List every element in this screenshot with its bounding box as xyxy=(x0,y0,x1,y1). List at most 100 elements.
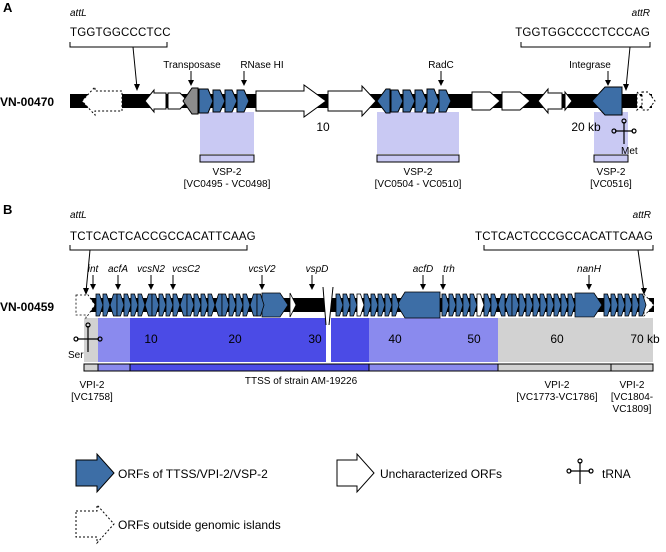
orf-island xyxy=(236,89,250,113)
orf-uncharacterized xyxy=(564,90,573,112)
legend-uncharacterized-icon xyxy=(336,452,375,494)
vsp2-region-2-bar xyxy=(376,154,460,163)
gene-pointer-heads-b xyxy=(90,284,592,290)
orf-acfd xyxy=(396,291,441,319)
vpi2-region-1-bar xyxy=(83,363,99,372)
orf-island xyxy=(402,89,416,113)
orf-island xyxy=(242,293,251,317)
vsp2-region-3-name: VSP-2 xyxy=(597,167,626,178)
vsp2-region-3-bar xyxy=(593,154,629,163)
panel-a: A xyxy=(0,0,656,190)
scale-tick-20kb-a: 20 kb xyxy=(571,120,601,134)
ttss-region-name: TTSS of strain AM-19226 xyxy=(245,376,358,387)
orf-outside-left xyxy=(81,85,123,117)
radc-label: RadC xyxy=(428,60,454,71)
orf-island xyxy=(186,293,195,317)
orf-island xyxy=(391,293,400,317)
vpi2-region-2-shade xyxy=(498,318,611,362)
panel-a-letter: A xyxy=(3,0,13,15)
ttss-region-dark-shade-2 xyxy=(331,318,369,362)
orf-island xyxy=(390,89,404,113)
orf-outside-right xyxy=(636,90,647,112)
orf-island xyxy=(165,293,174,317)
orf-island xyxy=(249,293,258,317)
orf-island xyxy=(349,293,358,317)
orf-nanh xyxy=(574,292,603,318)
orf-transposase xyxy=(182,87,199,115)
orf-island xyxy=(504,293,513,317)
orf-island xyxy=(414,89,428,113)
attr-sequence-b: TCTCACTCCCGCCACATTCAAG xyxy=(475,231,653,243)
scale-tick-10-b: 10 xyxy=(144,332,158,346)
trh-label: trh xyxy=(443,264,455,275)
orf-island xyxy=(193,293,202,317)
scale-tick-20-b: 20 xyxy=(228,332,242,346)
legend-trna-icon xyxy=(566,458,594,484)
legend-outside-label: ORFs outside genomic islands xyxy=(118,518,281,532)
orf-island xyxy=(144,293,153,317)
orf-island xyxy=(207,293,216,317)
vcsn2-label: vcsN2 xyxy=(137,264,165,275)
vpi2-region-2-bar xyxy=(497,363,612,372)
att-brackets-b xyxy=(69,245,654,293)
orf-island xyxy=(356,293,365,317)
orf-island xyxy=(631,293,640,317)
vpi2-region-1-range: [VC1758] xyxy=(71,392,113,403)
orf-island xyxy=(179,293,188,317)
orf-island xyxy=(497,293,506,317)
orf-island xyxy=(377,293,386,317)
orf-island xyxy=(511,293,520,317)
ttss-bar-light-right xyxy=(368,363,499,372)
orf-island xyxy=(363,293,372,317)
orf-island xyxy=(130,293,139,317)
attl-sequence-b: TCTCACTCACCGCCACATTCAAG xyxy=(70,231,256,243)
scale-tick-40-b: 40 xyxy=(388,332,402,346)
orf-outside-right xyxy=(641,91,656,111)
vpi2-region-2-range: [VC1773-VC1786] xyxy=(516,392,597,403)
scale-tick-50-b: 50 xyxy=(467,332,481,346)
vsp2-region-2-name: VSP-2 xyxy=(404,167,433,178)
orf-outside-left xyxy=(75,290,96,320)
orf-island xyxy=(469,293,478,317)
orf-island xyxy=(476,293,485,317)
legend-uncharacterized-label: Uncharacterized ORFs xyxy=(380,467,502,481)
orf-island xyxy=(518,293,527,317)
orf-large-island xyxy=(261,292,289,318)
vpi2-region-3-range-1: [VC1804- xyxy=(611,392,653,403)
orf-island xyxy=(95,293,104,317)
orf-island xyxy=(228,293,237,317)
nanh-label: nanH xyxy=(577,264,602,275)
orf-integrase xyxy=(591,86,623,116)
panel-b: B VN-00459 attL TCTCACTCACCGCCACATTCAAG … xyxy=(0,202,660,415)
strain-label-vn00470: VN-00470 xyxy=(0,95,54,109)
vpi2-region-1-name: VPI-2 xyxy=(79,380,104,391)
vsp2-region-1-bar xyxy=(199,154,255,163)
orf-uncharacterized xyxy=(167,92,189,110)
orf-island xyxy=(116,293,125,317)
att-arrowheads-b xyxy=(83,288,647,295)
vcsv2-label: vcsV2 xyxy=(248,264,276,275)
attl-sequence: TGGTGGCCCTCC xyxy=(70,27,171,39)
orf-island xyxy=(384,293,393,317)
vpi2-region-2-name: VPI-2 xyxy=(544,380,569,391)
orf-island xyxy=(158,293,167,317)
orf-island xyxy=(617,293,626,317)
legend-outside-icon xyxy=(75,503,115,545)
trna-ser-icon xyxy=(73,322,103,352)
att-brackets-a xyxy=(69,42,651,89)
orf-uncharacterized xyxy=(471,91,501,111)
orf-uncharacterized xyxy=(501,91,531,111)
orf-island xyxy=(335,293,344,317)
vpi2-region-3-range-2: VC1809] xyxy=(613,404,652,415)
orf-island xyxy=(200,293,209,317)
legend-trna-label: tRNA xyxy=(602,467,631,481)
orf-uncharacterized xyxy=(327,84,377,118)
orf-island xyxy=(256,293,265,317)
orf-island xyxy=(462,293,471,317)
attl-label-b: attL xyxy=(70,210,87,221)
attr-label: attR xyxy=(632,8,650,19)
strain-label-vn00459: VN-00459 xyxy=(0,300,54,314)
vsp2-region-2-range: [VC0504 - VC0510] xyxy=(375,179,462,190)
scale-tick-60-b: 60 xyxy=(550,332,564,346)
